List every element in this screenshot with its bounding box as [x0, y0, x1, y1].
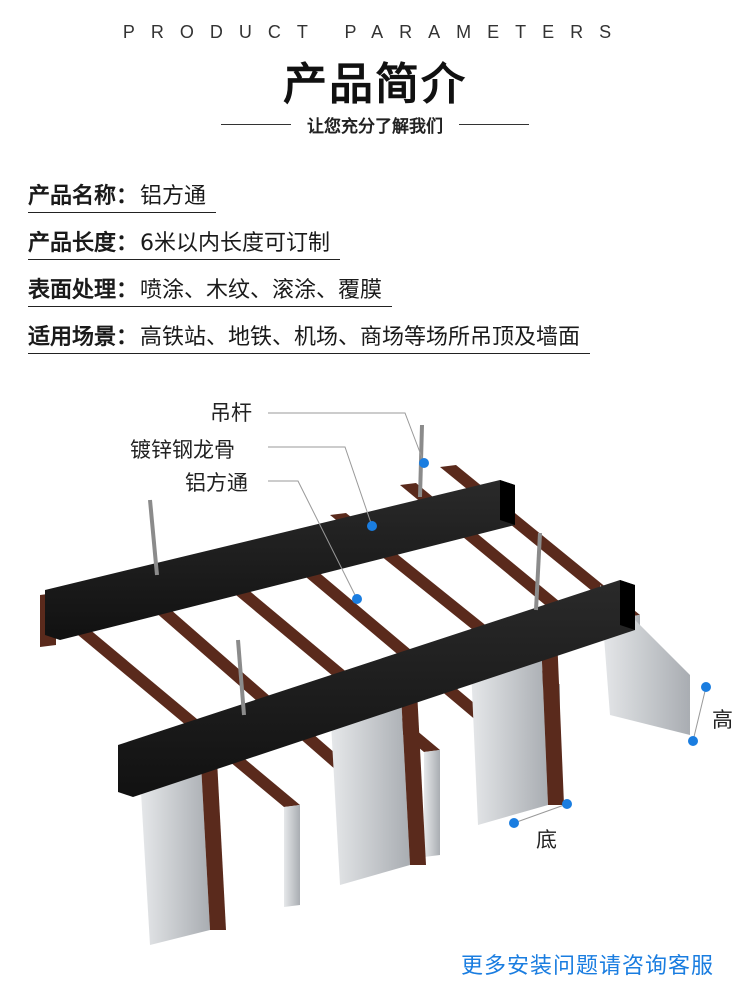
installation-diagram: 吊杆 镀锌钢龙骨 铝方通 高 底: [40, 401, 733, 945]
callout-hanger-label: 吊杆: [210, 401, 252, 425]
callout-hanger: 吊杆: [210, 401, 429, 468]
bottom-label: 底: [536, 828, 557, 852]
param-value: 喷涂、木纹、滚涂、覆膜: [140, 278, 383, 303]
subtitle: 让您充分了解我们: [307, 116, 443, 137]
divider-left: [221, 123, 291, 125]
param-label: 产品名称：: [28, 184, 139, 209]
param-value: 6米以内长度可订制: [140, 231, 331, 256]
height-label: 高: [712, 708, 733, 732]
param-label: 表面处理：: [28, 278, 139, 303]
param-label: 适用场景：: [28, 325, 139, 350]
param-product-length: 产品长度： 6米以内长度可订制: [28, 223, 341, 260]
callout-tube: 铝方通: [185, 471, 362, 604]
back-keel: [45, 480, 515, 640]
param-surface-treatment: 表面处理： 喷涂、木纹、滚涂、覆膜: [28, 270, 393, 307]
front-keel: [118, 580, 635, 797]
param-value: 高铁站、地铁、机场、商场等场所吊顶及墙面: [140, 325, 581, 350]
dimension-bottom: 底: [509, 799, 572, 852]
param-product-name: 产品名称： 铝方通: [28, 176, 217, 213]
subtitle-row: 让您充分了解我们: [0, 112, 750, 137]
callout-tube-label: 铝方通: [185, 471, 248, 495]
eyebrow-text: PRODUCT PARAMETERS: [122, 22, 628, 42]
dimension-height: 高: [688, 682, 733, 746]
callout-keel-label: 镀锌钢龙骨: [130, 438, 235, 462]
param-label: 产品长度：: [28, 231, 139, 256]
divider-right: [459, 123, 529, 125]
contact-note: 更多安装问题请咨询客服: [460, 954, 714, 979]
param-applications: 适用场景： 高铁站、地铁、机场、商场等场所吊顶及墙面: [28, 317, 591, 354]
param-value: 铝方通: [140, 184, 207, 209]
page-title: 产品简介: [283, 59, 467, 110]
callout-keel: 镀锌钢龙骨: [130, 438, 377, 531]
